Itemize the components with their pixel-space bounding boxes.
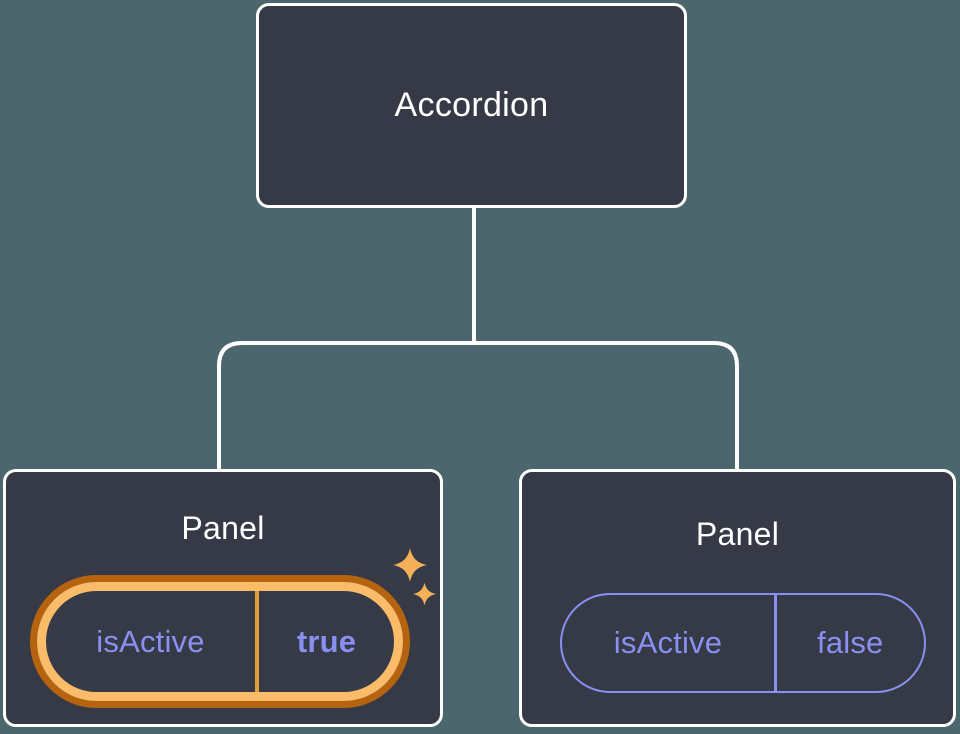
sparkle-icon bbox=[393, 548, 437, 606]
state-pill-active-inner: isActive true bbox=[37, 582, 403, 701]
pill-divider bbox=[255, 591, 259, 692]
state-value-label: false bbox=[817, 625, 884, 660]
state-key-label: isActive bbox=[613, 625, 723, 660]
connector-branch bbox=[217, 341, 739, 471]
pill-divider bbox=[774, 595, 777, 691]
node-accordion: Accordion bbox=[256, 3, 687, 208]
node-accordion-label: Accordion bbox=[394, 86, 549, 124]
node-panel-inactive: Panel isActive false bbox=[519, 469, 956, 727]
state-key-label: isActive bbox=[96, 623, 205, 659]
panel-title: Panel bbox=[695, 516, 780, 552]
panel-title: Panel bbox=[181, 510, 265, 546]
state-pill-active: isActive true bbox=[30, 575, 410, 708]
state-pill-inactive: isActive false bbox=[560, 593, 926, 693]
node-panel-active: Panel isActive true bbox=[3, 469, 443, 727]
state-value-label: true bbox=[296, 623, 357, 659]
